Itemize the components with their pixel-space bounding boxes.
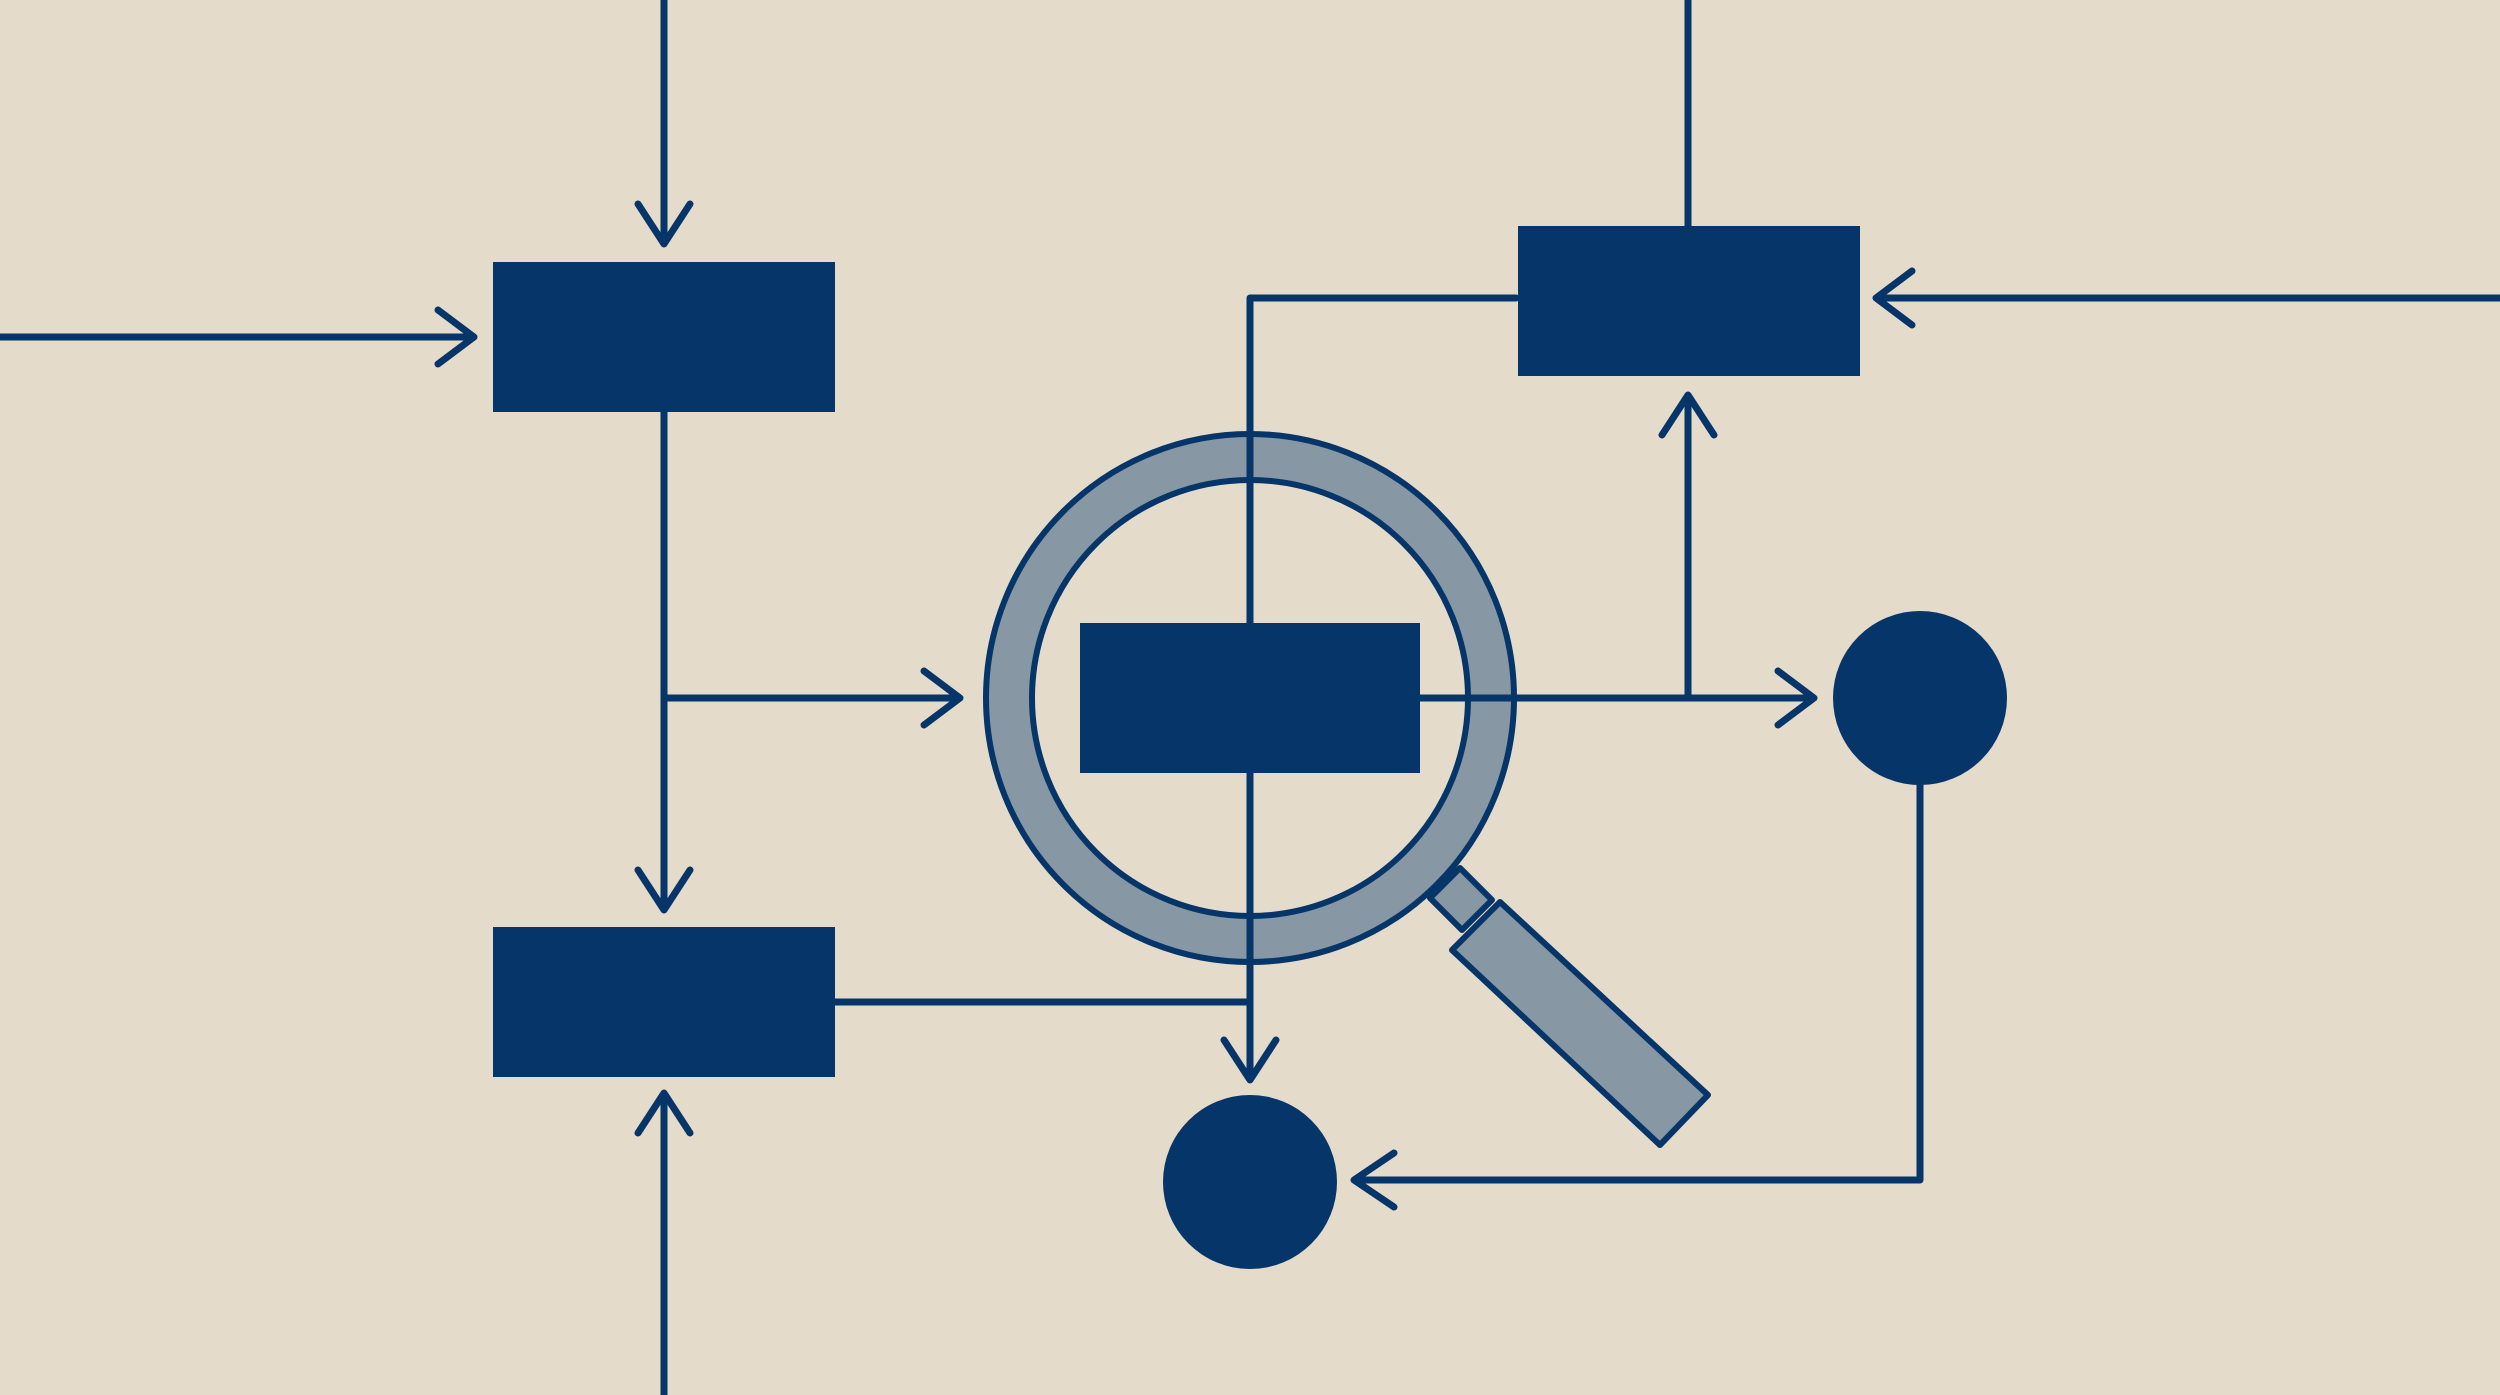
arrowhead-down-bottom-left <box>634 866 694 914</box>
arrowhead-right-center <box>920 667 964 729</box>
magnifier-neck <box>1427 865 1495 933</box>
arrowhead-left-right-input <box>1872 267 1916 329</box>
arrowhead-right-right-circle <box>1774 667 1818 729</box>
box-center <box>1080 623 1420 773</box>
connector-right-circle-to-bottom-circle <box>1352 779 1924 1184</box>
magnifier-handle <box>1449 899 1711 1148</box>
box-top-right <box>1518 226 1860 376</box>
arrowhead-right-left-input <box>434 306 478 368</box>
magnifying-glass-icon <box>1427 865 1711 1148</box>
arrowhead-up-top-right <box>1658 391 1718 439</box>
arrowhead-up-bottom-input <box>634 1089 694 1137</box>
circle-right <box>1833 611 2007 785</box>
arrowhead-left-bottom-circle <box>1350 1149 1398 1211</box>
arrowhead-down-bottom-circle <box>1220 1036 1280 1084</box>
box-top-left <box>493 262 835 412</box>
arrowhead-down-top-left <box>634 200 694 248</box>
circle-bottom <box>1163 1095 1337 1269</box>
box-bottom-left <box>493 927 835 1077</box>
